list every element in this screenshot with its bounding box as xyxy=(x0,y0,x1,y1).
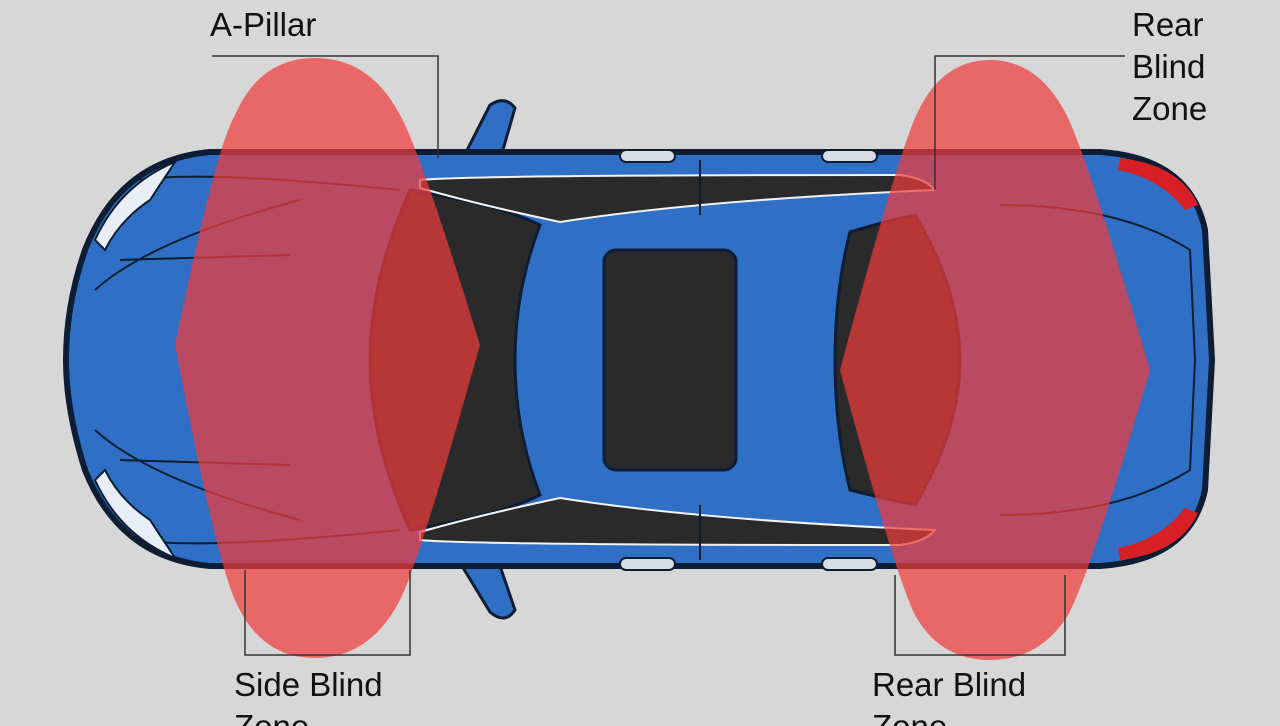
left-tail-light xyxy=(1118,158,1198,210)
side-blind-zone-shape xyxy=(175,58,480,658)
rear-blind-zone-line-1: Rear xyxy=(1132,6,1204,43)
rear-blind-bottom-line-2: Zone xyxy=(872,706,1026,726)
right-headlight xyxy=(93,468,178,561)
side-blind-zone-callout xyxy=(244,570,411,656)
callout-lines xyxy=(212,55,1125,656)
rear-blind-bottom-callout xyxy=(894,575,1066,656)
side-blind-zone-label: Side Blind Zone xyxy=(234,664,383,726)
sunroof xyxy=(602,248,738,472)
right-tail-light xyxy=(1118,508,1198,560)
rear-blind-bottom-label: Rear Blind Zone xyxy=(872,664,1026,726)
rear-blind-zone-label: Rear Blind Zone xyxy=(1132,4,1207,130)
left-mirror xyxy=(459,99,517,162)
rear-blind-zone-shape xyxy=(840,60,1150,660)
right-mirror xyxy=(459,564,517,620)
side-blind-zone-line-1: Side Blind xyxy=(234,666,383,703)
rear-blind-bottom-line-1: Rear Blind xyxy=(872,666,1027,703)
side-blind-zone-line-2: Zone xyxy=(234,706,383,726)
door-handles xyxy=(619,149,878,571)
a-pillar-label: A-Pillar xyxy=(210,6,317,43)
rear-blind-zone-line-3: Zone xyxy=(1132,90,1208,127)
a-pillar-callout xyxy=(212,55,439,158)
rear-blind-zone-line-2: Blind xyxy=(1132,48,1206,85)
left-headlight xyxy=(93,159,178,252)
rear-blind-zone-callout xyxy=(934,55,1125,190)
